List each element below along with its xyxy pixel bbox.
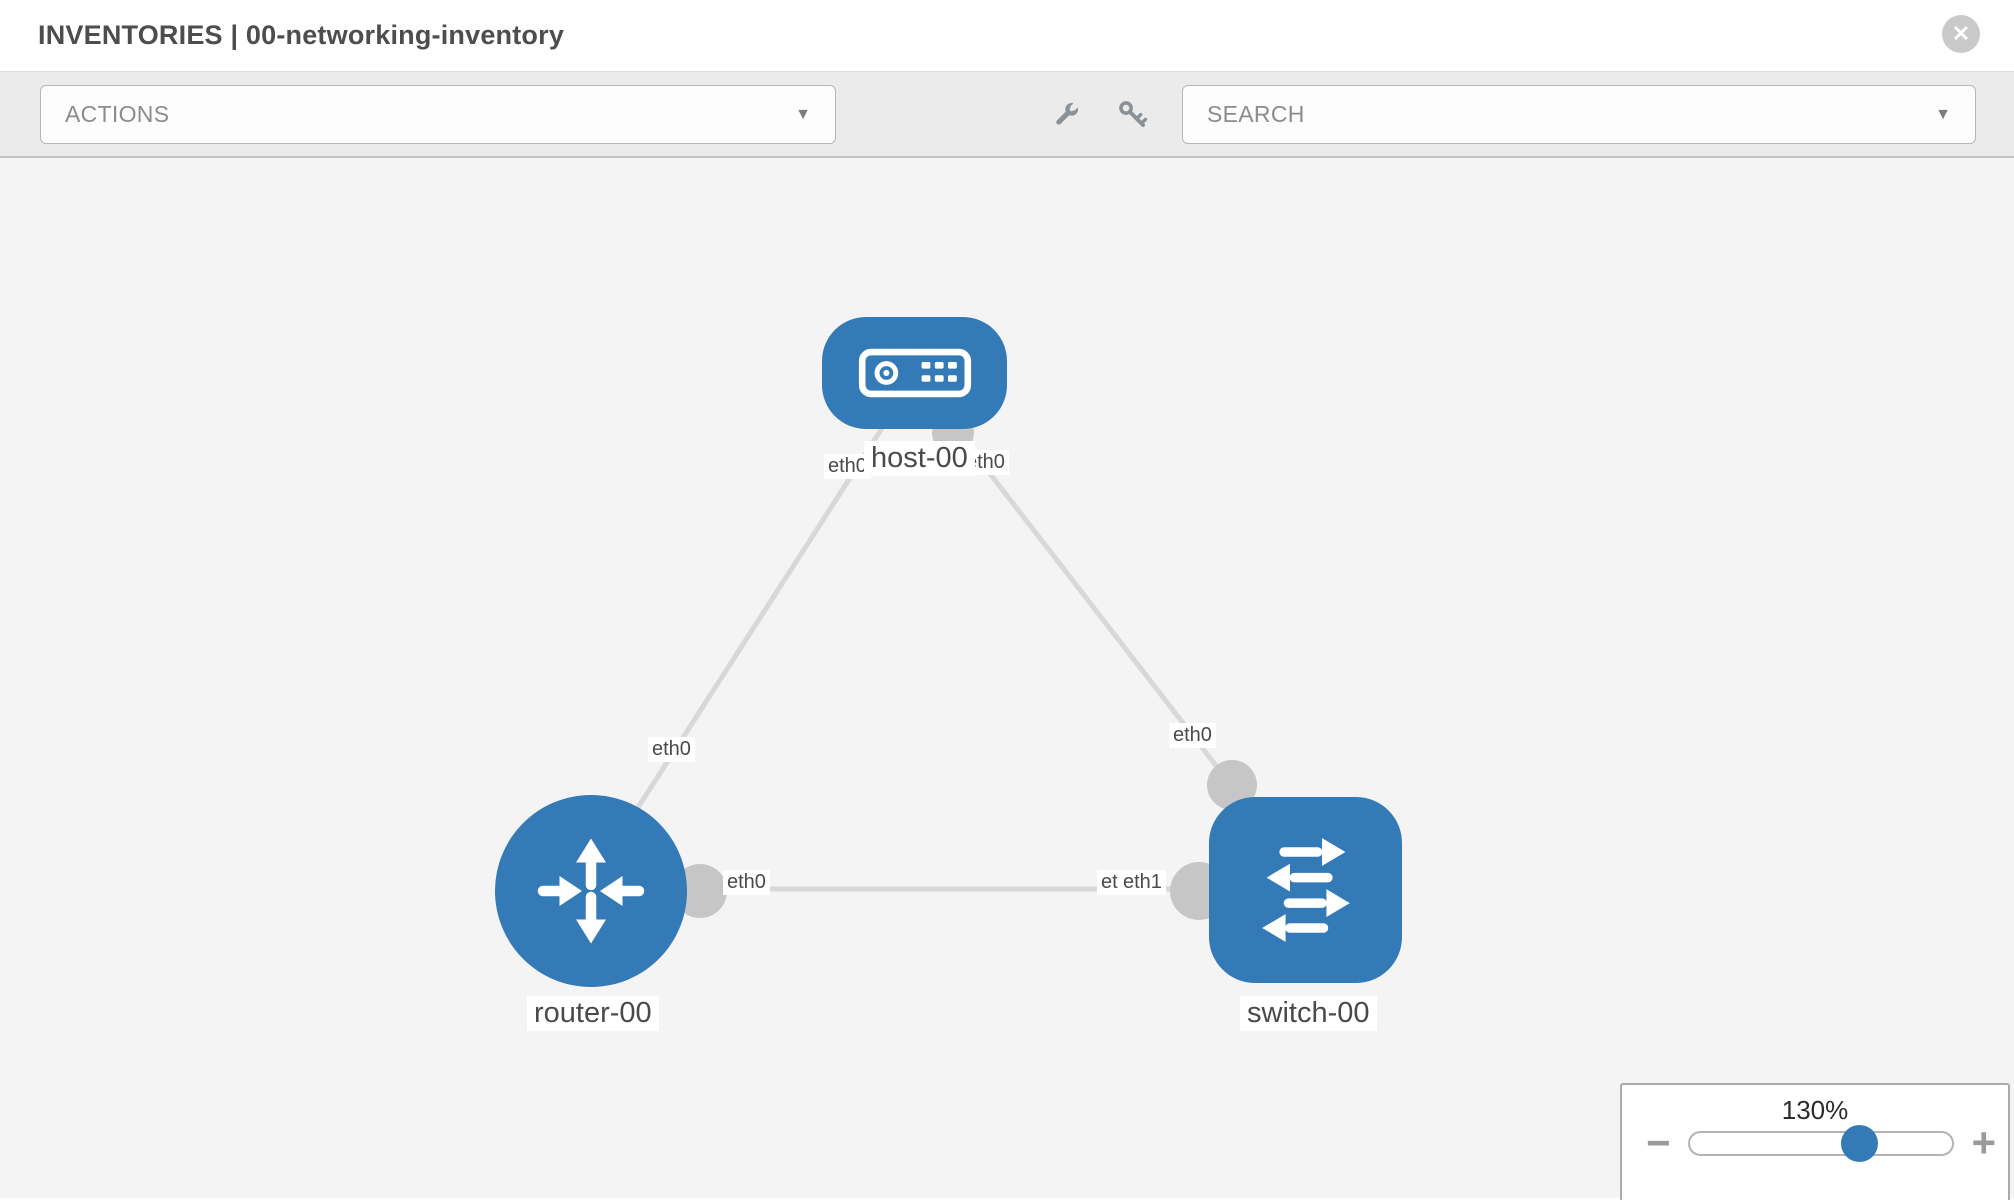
toolbar: ACTIONS ▼ SEARCH ▼ [0,72,2014,158]
key-icon[interactable] [1116,98,1152,134]
port-label-router-eth0-right: eth0 [723,870,770,895]
connector-router-eth0 [673,864,727,918]
zoom-level-value: 130% [1781,1095,1849,1125]
router-icon [537,838,645,944]
zoom-panel: 130% − + [1620,1083,2010,1200]
actions-dropdown[interactable]: ACTIONS ▼ [40,85,836,144]
search-dropdown[interactable]: SEARCH ▼ [1182,85,1976,144]
topology-links-layer [625,412,1257,920]
zoom-slider-track[interactable] [1687,1124,1955,1162]
node-label-switch-00: switch-00 [1240,996,1377,1031]
actions-dropdown-label: ACTIONS [65,101,170,127]
node-switch-00[interactable] [1209,797,1402,983]
node-host-00[interactable] [822,317,1007,429]
close-icon[interactable]: ✕ [1942,15,1980,53]
search-dropdown-label: SEARCH [1207,101,1305,127]
node-label-router-00: router-00 [527,996,659,1031]
switch-icon [1261,838,1350,942]
zoom-slider-thumb[interactable] [1840,1124,1878,1162]
port-label-host-eth0-left: eth0 [824,454,871,479]
port-label-switch-eth1-over: eth1 [1119,870,1166,895]
node-label-host-00: host-00 [864,441,975,476]
wrench-icon[interactable] [1048,98,1084,134]
port-label-router-eth0-uplink: eth0 [648,737,695,762]
node-router-00[interactable] [495,795,687,987]
zoom-out-button[interactable]: − [1646,1119,1671,1166]
link-host-router[interactable] [625,420,889,825]
chevron-down-icon: ▼ [1935,105,1951,123]
page-title: INVENTORIES | 00-networking-inventory [38,20,565,50]
chevron-down-icon: ▼ [795,105,811,123]
host-icon [858,348,971,398]
header: INVENTORIES | 00-networking-inventory ✕ [0,0,2014,72]
topology-canvas[interactable]: host-00 eth0 eth0 eth0 eth0 eth0 eth0 et… [0,158,2014,1200]
zoom-in-button[interactable]: + [1971,1119,1996,1166]
port-label-switch-eth0-uplink: eth0 [1169,723,1216,748]
